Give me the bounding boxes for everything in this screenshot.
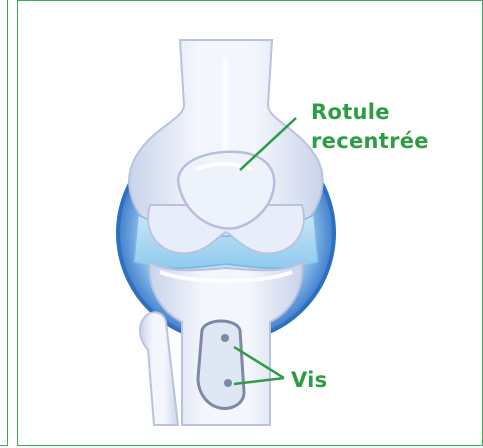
screw-top bbox=[221, 334, 229, 342]
kneecap-label: Rotule recentrée bbox=[311, 98, 429, 156]
kneecap-label-line-2: recentrée bbox=[311, 127, 429, 156]
screw-bottom bbox=[224, 379, 232, 387]
kneecap-label-line-1: Rotule bbox=[311, 98, 429, 127]
screws-label: Vis bbox=[291, 366, 327, 395]
fibula bbox=[140, 312, 178, 425]
tibial-tubercle-fragment bbox=[198, 321, 244, 408]
